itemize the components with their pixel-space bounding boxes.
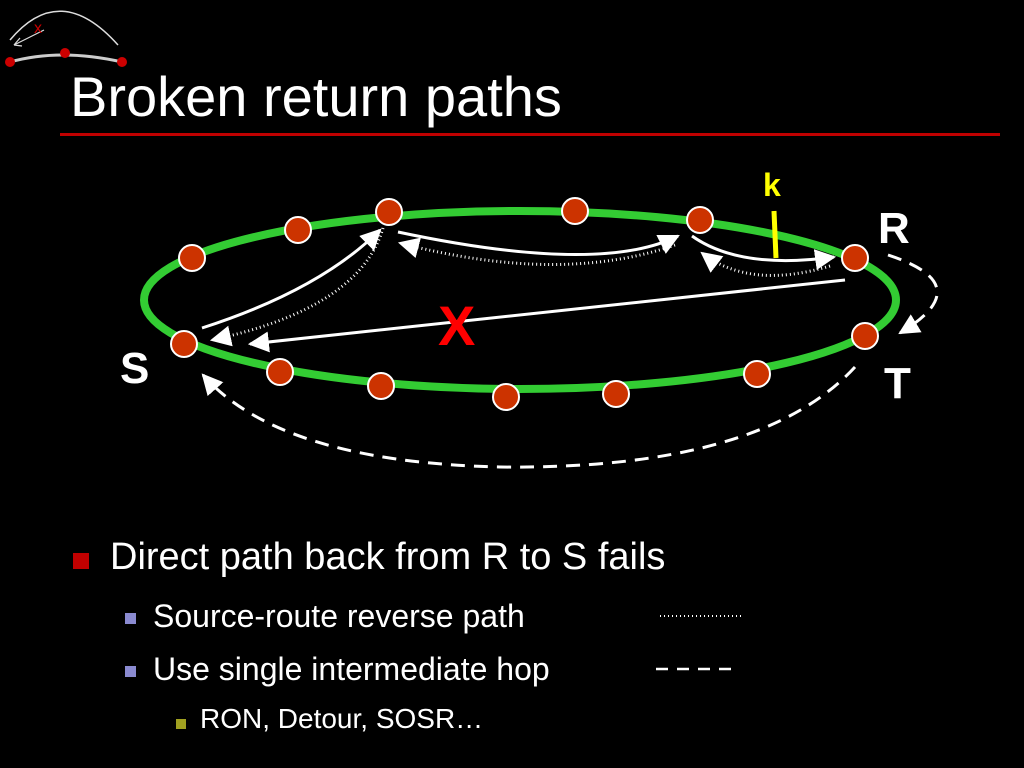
fault-mark: X: [438, 294, 475, 357]
bullet-source-route: Source-route reverse path: [153, 598, 525, 634]
bullet-marker-level1: [73, 553, 89, 569]
bullet-marker-level2: [125, 666, 136, 677]
bullet-marker-level2: [125, 613, 136, 624]
forward-path-a-to-b: [397, 230, 680, 256]
node: [561, 197, 589, 225]
node-r: [841, 244, 869, 272]
hop-marker-bar: [771, 210, 779, 259]
network-ring-diagram: k X S R T: [120, 167, 939, 469]
node: [492, 383, 520, 411]
node-s: [170, 330, 198, 358]
hop-marker-label: k: [763, 167, 781, 203]
ring-nodes: [170, 197, 879, 411]
svg-text:x: x: [34, 20, 42, 37]
reverse-path-b-to-a: [397, 237, 676, 266]
bullet-marker-level3: [176, 719, 186, 729]
reverse-path-r-to-b: [700, 251, 831, 277]
bullet-single-hop: Use single intermediate hop: [153, 651, 550, 687]
hop-path-t-to-s: [201, 365, 857, 469]
bullet-examples: RON, Detour, SOSR…: [200, 703, 484, 734]
bullet-direct-path: Direct path back from R to S fails: [110, 536, 666, 578]
reverse-path-a-to-s: [209, 227, 385, 347]
label-r: R: [878, 204, 910, 253]
page-title: Broken return paths: [70, 65, 562, 128]
label-s: S: [120, 344, 149, 393]
logo-icon: x: [5, 10, 127, 67]
hop-path-r-to-t: [887, 253, 939, 335]
overlay-ring: [140, 207, 900, 393]
node-t: [851, 322, 879, 350]
title-divider: [60, 133, 1000, 136]
node: [602, 380, 630, 408]
node: [266, 358, 294, 386]
node: [743, 360, 771, 388]
line-style-legend: [656, 615, 742, 671]
node: [284, 216, 312, 244]
node: [686, 206, 714, 234]
node: [178, 244, 206, 272]
node: [375, 198, 403, 226]
node: [367, 372, 395, 400]
label-t: T: [884, 359, 911, 408]
forward-path-b-to-r: [691, 234, 837, 270]
forward-path-s-to-a: [201, 228, 382, 330]
direct-return-path: [247, 278, 846, 353]
